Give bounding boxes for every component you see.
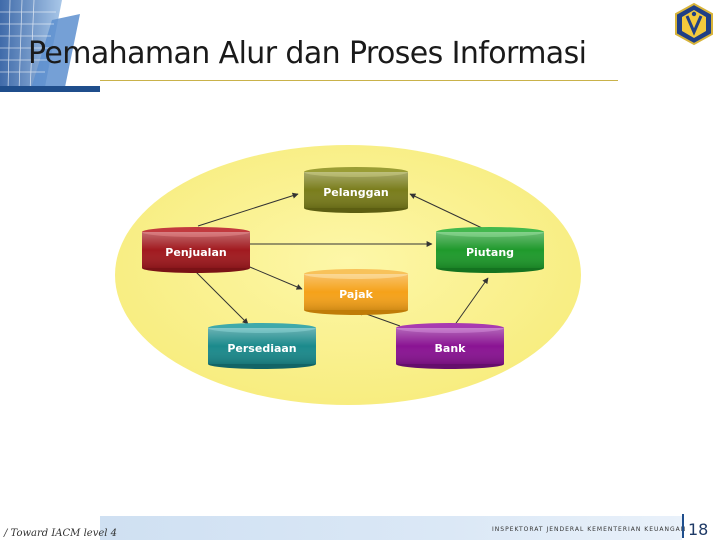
- title-divider: [100, 80, 618, 81]
- footer-bar: [100, 516, 682, 540]
- node-persediaan: Persediaan: [208, 323, 316, 369]
- node-pajak: Pajak: [304, 269, 408, 315]
- arrow-penjualan-pelanggan: [197, 192, 299, 227]
- node-label-penjualan: Penjualan: [165, 246, 226, 259]
- emblem-logo: [675, 2, 713, 46]
- node-label-persediaan: Persediaan: [227, 342, 296, 355]
- node-label-pelanggan: Pelanggan: [323, 186, 389, 199]
- node-piutang: Piutang: [436, 227, 544, 273]
- node-pelanggan: Pelanggan: [304, 167, 408, 213]
- building-graphic: [0, 0, 100, 92]
- node-label-piutang: Piutang: [466, 246, 514, 259]
- node-label-pajak: Pajak: [339, 288, 373, 301]
- footer-tagline: / Toward IACM level 4: [4, 528, 118, 539]
- arrow-penjualan-persediaan: [195, 271, 249, 325]
- arrow-bank-piutang: [453, 277, 489, 327]
- footer-divider: [682, 514, 684, 538]
- page-number: 18: [688, 520, 709, 539]
- page-title: Pemahaman Alur dan Proses Informasi: [28, 36, 587, 71]
- node-label-bank: Bank: [435, 342, 467, 355]
- node-bank: Bank: [396, 323, 504, 369]
- arrow-piutang-pelanggan: [409, 193, 483, 229]
- node-penjualan: Penjualan: [142, 227, 250, 273]
- footer-organization: INSPEKTORAT JENDERAL KEMENTERIAN KEUANGA…: [492, 526, 687, 533]
